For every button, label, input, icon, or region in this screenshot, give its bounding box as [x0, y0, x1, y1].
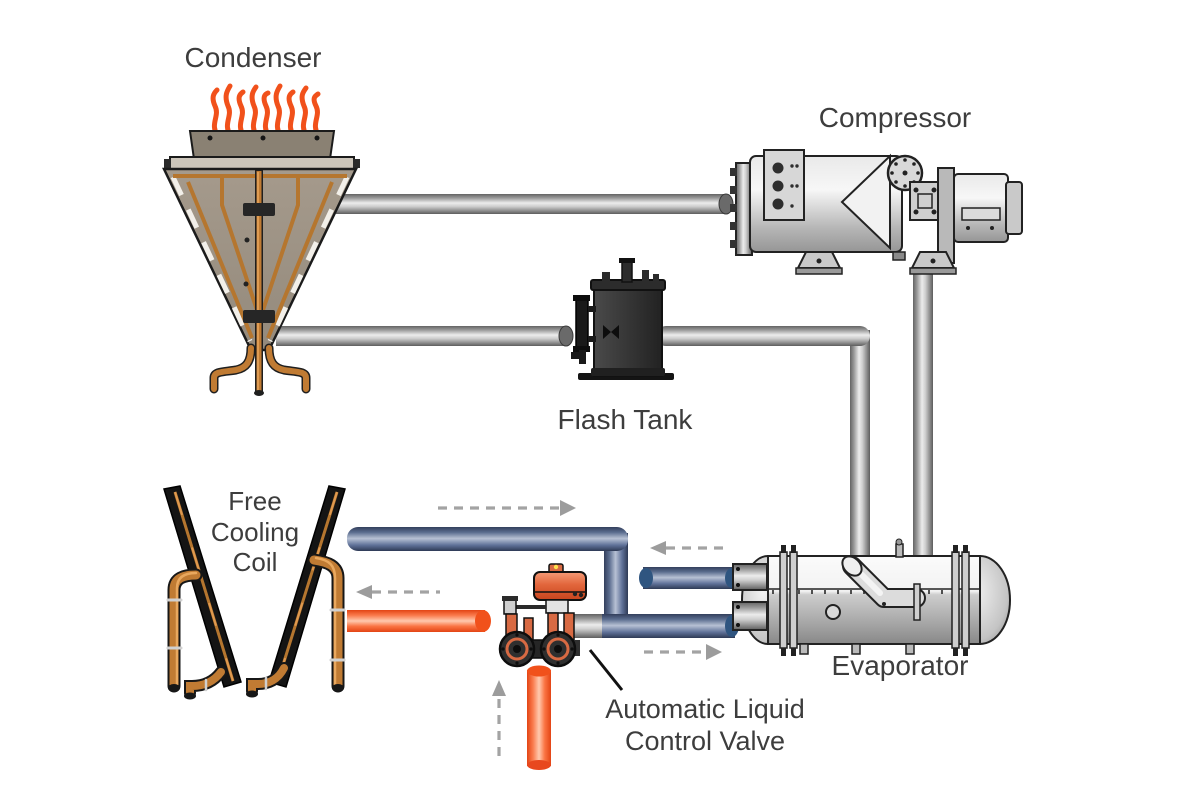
- coil-copper-pipes-left: [166, 568, 227, 700]
- tube-clamp: [243, 310, 275, 323]
- flow-arrow-left-icon: [650, 541, 724, 555]
- control-valve-label: Automatic Liquid Control Valve: [605, 694, 805, 756]
- pipe-end-cap: [558, 325, 574, 347]
- coil-panel-right: [268, 485, 346, 688]
- free-cooling-coil-label: Free Cooling Coil: [210, 486, 300, 578]
- flash-tank-top-pipe: [621, 261, 633, 283]
- coil-copper-pipes-right: [246, 553, 346, 698]
- evaporator-port: [825, 604, 841, 620]
- riser-pipe: [527, 665, 551, 770]
- condenser-label: Condenser: [184, 42, 322, 73]
- valve-label-pointer: [588, 649, 624, 691]
- compressor-cone: [840, 153, 891, 251]
- coil-return-pipe: [347, 610, 491, 632]
- flash-tank-label: Flash Tank: [557, 404, 693, 435]
- evaporator-outlet-pipe: [639, 567, 739, 589]
- evaporator-inlet-pipe: [570, 614, 739, 638]
- condenser-feet: [209, 343, 311, 394]
- flow-arrows: [356, 500, 724, 756]
- pipe-end-cap: [527, 665, 551, 677]
- valve-body-right: [539, 630, 577, 668]
- condenser-illustration: [162, 83, 360, 396]
- valve-actuator: [533, 571, 587, 601]
- valve-indicator-light: [553, 564, 559, 570]
- control-valve-illustration: [498, 563, 587, 668]
- pipe-end-cap: [475, 610, 491, 632]
- liquid-pipe-condenser-to-flash-tank: [276, 325, 574, 347]
- valve-bowtie-icon: [603, 325, 619, 339]
- evaporator-label: Evaporator: [831, 650, 969, 681]
- discharge-pipe-condenser-to-compressor: [336, 193, 734, 215]
- evaporator-illustration: [732, 538, 1011, 656]
- flash-tank-illustration: [571, 258, 674, 380]
- valve-neck: [545, 599, 569, 614]
- heat-flames-icon: [210, 83, 321, 138]
- sight-glass: [575, 299, 589, 349]
- compressor-label: Compressor: [818, 102, 972, 133]
- valve-body-left: [498, 630, 536, 668]
- evaporator-internal-pipe: [841, 555, 926, 621]
- compressor-square-flange: [909, 181, 941, 221]
- free-cooling-coil-illustration: [163, 485, 346, 700]
- flow-arrow-left-icon: [356, 585, 440, 599]
- flow-arrow-right-icon: [644, 644, 722, 660]
- pipe-end-cap: [639, 568, 653, 588]
- tube-clamp: [243, 203, 275, 216]
- condenser-top-band: [188, 130, 336, 160]
- compressor-illustration: [730, 149, 1023, 275]
- pipe-flash-tank-to-evaporator: [656, 326, 870, 558]
- flow-arrow-up-icon: [492, 680, 506, 756]
- suction-pipe-evaporator-to-compressor: [912, 264, 934, 558]
- condenser-flange: [169, 156, 355, 170]
- coil-panel-left: [163, 485, 242, 688]
- flow-arrow-right-icon: [438, 500, 576, 516]
